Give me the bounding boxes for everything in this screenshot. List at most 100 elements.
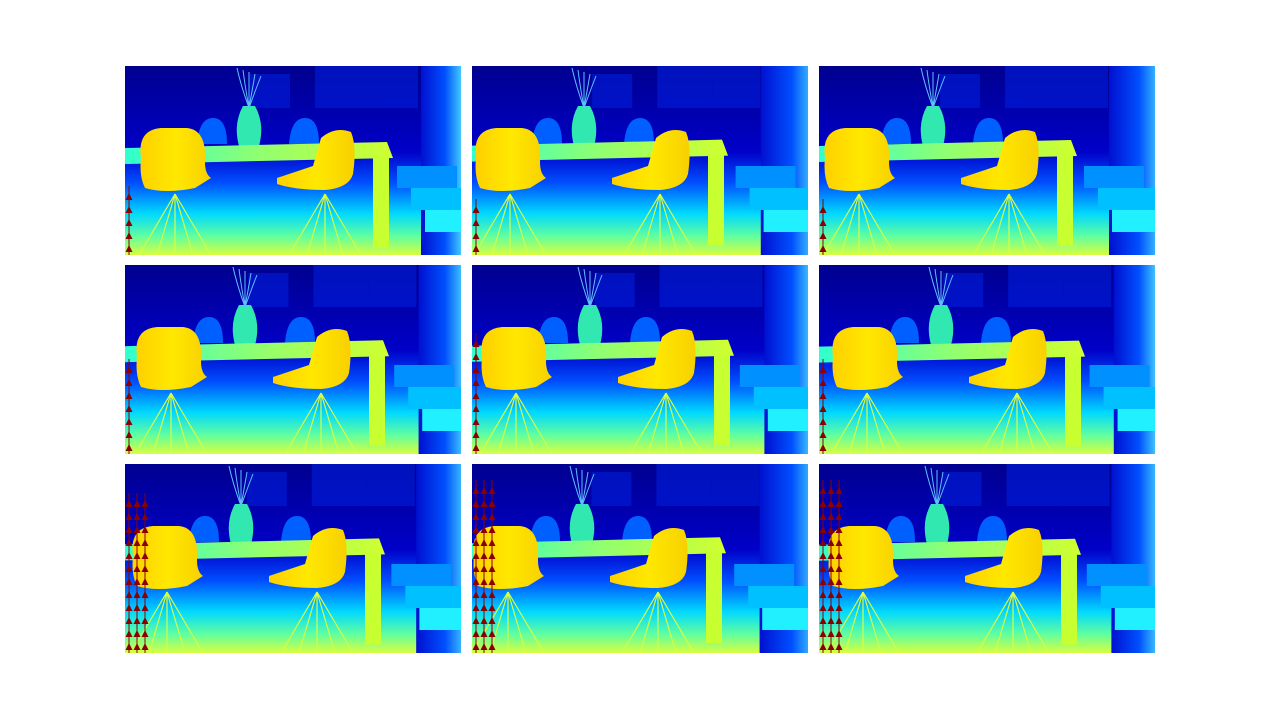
trajectory-marker bbox=[125, 643, 133, 650]
chair-leg-wire bbox=[156, 193, 176, 255]
trajectory-marker bbox=[125, 418, 133, 425]
vase bbox=[571, 106, 597, 146]
shelf-block-1 bbox=[313, 265, 369, 307]
branch-4 bbox=[581, 471, 589, 507]
depth-panel-7 bbox=[125, 464, 461, 653]
trajectory-marker bbox=[125, 513, 133, 520]
shelf-block-1 bbox=[1008, 265, 1064, 307]
chair-leg-wire bbox=[990, 193, 1010, 255]
vase bbox=[928, 305, 954, 345]
trajectory-marker bbox=[488, 487, 496, 494]
stair-step-1 bbox=[739, 365, 800, 387]
chair-leg-wire bbox=[840, 193, 860, 255]
chair-leg-wire bbox=[509, 193, 529, 255]
front-chair-right bbox=[961, 130, 1039, 190]
branch-2 bbox=[238, 268, 246, 308]
branch-1 bbox=[920, 67, 934, 109]
vase bbox=[577, 305, 603, 345]
front-chair-left bbox=[481, 327, 552, 390]
vase bbox=[228, 504, 254, 544]
trajectory-marker bbox=[827, 526, 835, 533]
shelf-block-2 bbox=[366, 464, 415, 506]
back-chair-right bbox=[630, 317, 660, 343]
shelf-block-3 bbox=[592, 74, 633, 108]
trajectory-marker bbox=[827, 552, 835, 559]
trajectory-marker bbox=[819, 565, 827, 572]
chair-leg-wire bbox=[479, 392, 517, 454]
trajectory-marker bbox=[819, 444, 827, 451]
branch-5 bbox=[240, 473, 254, 507]
stair-step-2 bbox=[405, 586, 461, 608]
trajectory-marker bbox=[819, 617, 827, 624]
trajectory-marker bbox=[819, 643, 827, 650]
trajectory-marker bbox=[472, 565, 480, 572]
vase bbox=[236, 106, 262, 146]
front-chair-right bbox=[273, 329, 351, 389]
shelf-block-3 bbox=[250, 74, 290, 108]
branch-5 bbox=[932, 75, 946, 109]
table-leg bbox=[714, 353, 730, 446]
branch-1 bbox=[236, 67, 250, 109]
stair-step-2 bbox=[1100, 586, 1155, 608]
trajectory-marker bbox=[125, 539, 133, 546]
trajectory-marker bbox=[488, 630, 496, 637]
chair-leg-wire bbox=[489, 591, 509, 653]
trajectory-marker bbox=[133, 630, 141, 637]
back-chair-left bbox=[189, 516, 219, 542]
chair-leg-wire bbox=[1008, 193, 1046, 255]
trajectory-marker bbox=[819, 526, 827, 533]
trajectory-marker bbox=[125, 206, 133, 213]
trajectory-marker bbox=[141, 617, 149, 624]
back-chair-right bbox=[281, 516, 311, 542]
trajectory-marker bbox=[819, 630, 827, 637]
depth-panel-9 bbox=[819, 464, 1155, 653]
back-chair-left bbox=[885, 516, 915, 542]
trajectory-marker bbox=[480, 591, 488, 598]
stair-step-1 bbox=[734, 564, 795, 586]
chair-leg-wire bbox=[170, 392, 208, 454]
trajectory-marker bbox=[472, 487, 480, 494]
trajectory-marker bbox=[133, 604, 141, 611]
stair-step-2 bbox=[753, 387, 808, 409]
vase bbox=[924, 504, 950, 544]
front-chair-right bbox=[965, 528, 1043, 588]
stair-step-3 bbox=[1112, 210, 1155, 232]
trajectory-marker bbox=[472, 379, 480, 386]
chair-leg-wire bbox=[998, 392, 1018, 454]
trajectory-marker bbox=[488, 526, 496, 533]
back-chair-left bbox=[889, 317, 919, 343]
shelf-block-2 bbox=[711, 464, 760, 506]
trajectory-marker bbox=[480, 604, 488, 611]
branch-2 bbox=[934, 268, 942, 308]
trajectory-marker bbox=[827, 578, 835, 585]
trajectory-marker bbox=[819, 418, 827, 425]
trajectory-marker bbox=[472, 206, 480, 213]
branch-5 bbox=[244, 274, 258, 308]
chair-leg-wire bbox=[858, 193, 878, 255]
trajectory-marker bbox=[488, 643, 496, 650]
trajectory-marker bbox=[819, 206, 827, 213]
trajectory-marker bbox=[480, 487, 488, 494]
chair-leg-wire bbox=[1016, 392, 1054, 454]
chair-leg-wire bbox=[166, 591, 204, 653]
branch-1 bbox=[928, 266, 942, 308]
trajectory-marker bbox=[472, 405, 480, 412]
branch-4 bbox=[940, 272, 948, 308]
trajectory-marker bbox=[472, 366, 480, 373]
trajectory-marker bbox=[141, 643, 149, 650]
shelf-block-1 bbox=[1006, 464, 1062, 506]
front-chair-right bbox=[610, 528, 688, 588]
trajectory-marker bbox=[819, 405, 827, 412]
back-chair-left bbox=[197, 118, 227, 144]
trajectory-marker bbox=[819, 552, 827, 559]
trajectory-marker bbox=[141, 565, 149, 572]
trajectory-marker bbox=[472, 617, 480, 624]
front-chair-right bbox=[612, 130, 690, 190]
stair-step-3 bbox=[767, 409, 808, 431]
trajectory-marker bbox=[819, 245, 827, 252]
trajectory-marker bbox=[133, 513, 141, 520]
trajectory-marker bbox=[835, 617, 843, 624]
branch-1 bbox=[569, 465, 583, 507]
trajectory-marker bbox=[480, 617, 488, 624]
depth-panel-3 bbox=[819, 66, 1155, 255]
